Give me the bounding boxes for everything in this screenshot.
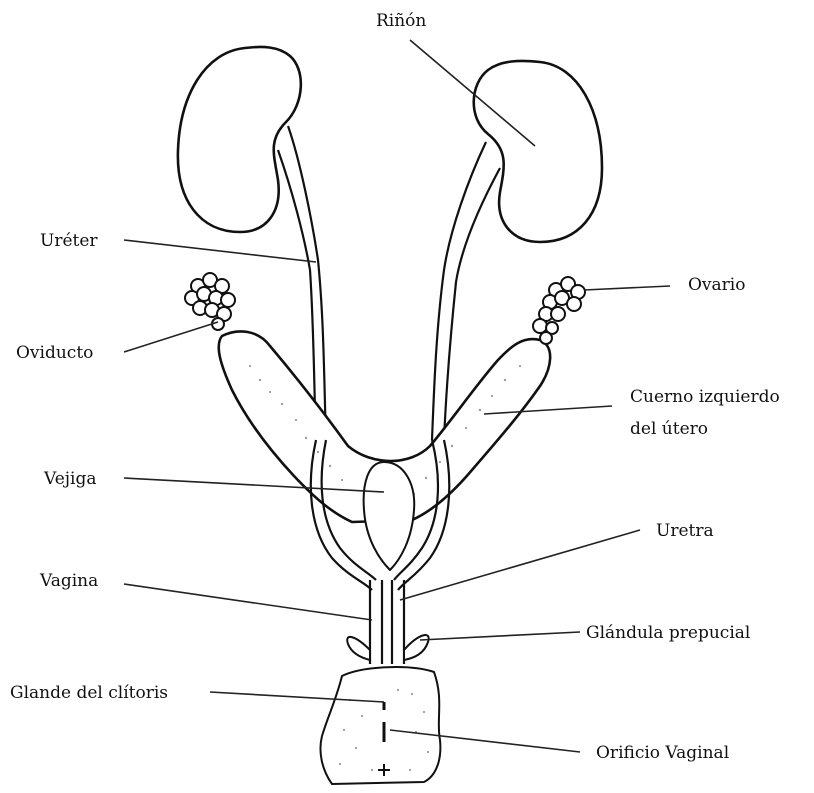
leader-ovario xyxy=(584,286,670,290)
left-kidney xyxy=(178,47,301,232)
right-ovary xyxy=(533,277,585,344)
leader-oviducto xyxy=(124,322,218,352)
vulva-block xyxy=(320,667,440,784)
urethra-tube xyxy=(392,580,404,664)
label-cuerno-line2: del útero xyxy=(630,419,708,439)
bladder xyxy=(364,462,415,570)
label-glande: Glande del clítoris xyxy=(10,683,168,703)
label-orificio: Orificio Vaginal xyxy=(596,743,729,763)
right-preputial-gland xyxy=(404,635,429,660)
label-ureter: Uréter xyxy=(40,231,98,251)
leader-glandula xyxy=(420,632,580,640)
label-ovario: Ovario xyxy=(688,275,745,295)
label-uretra: Uretra xyxy=(656,521,714,541)
label-oviducto: Oviducto xyxy=(16,343,93,363)
vagina-tube xyxy=(370,580,382,664)
leader-ureter xyxy=(124,240,316,262)
label-rinon: Riñón xyxy=(376,11,426,31)
label-vejiga: Vejiga xyxy=(43,469,97,489)
leader-vagina xyxy=(124,584,372,620)
right-kidney xyxy=(474,61,602,242)
label-cuerno-line1: Cuerno izquierdo xyxy=(630,387,780,407)
label-vagina: Vagina xyxy=(39,571,98,591)
leader-uretra xyxy=(400,530,640,600)
left-preputial-gland xyxy=(347,637,370,660)
label-glandula: Glándula prepucial xyxy=(586,623,750,643)
left-ovary xyxy=(185,273,235,330)
